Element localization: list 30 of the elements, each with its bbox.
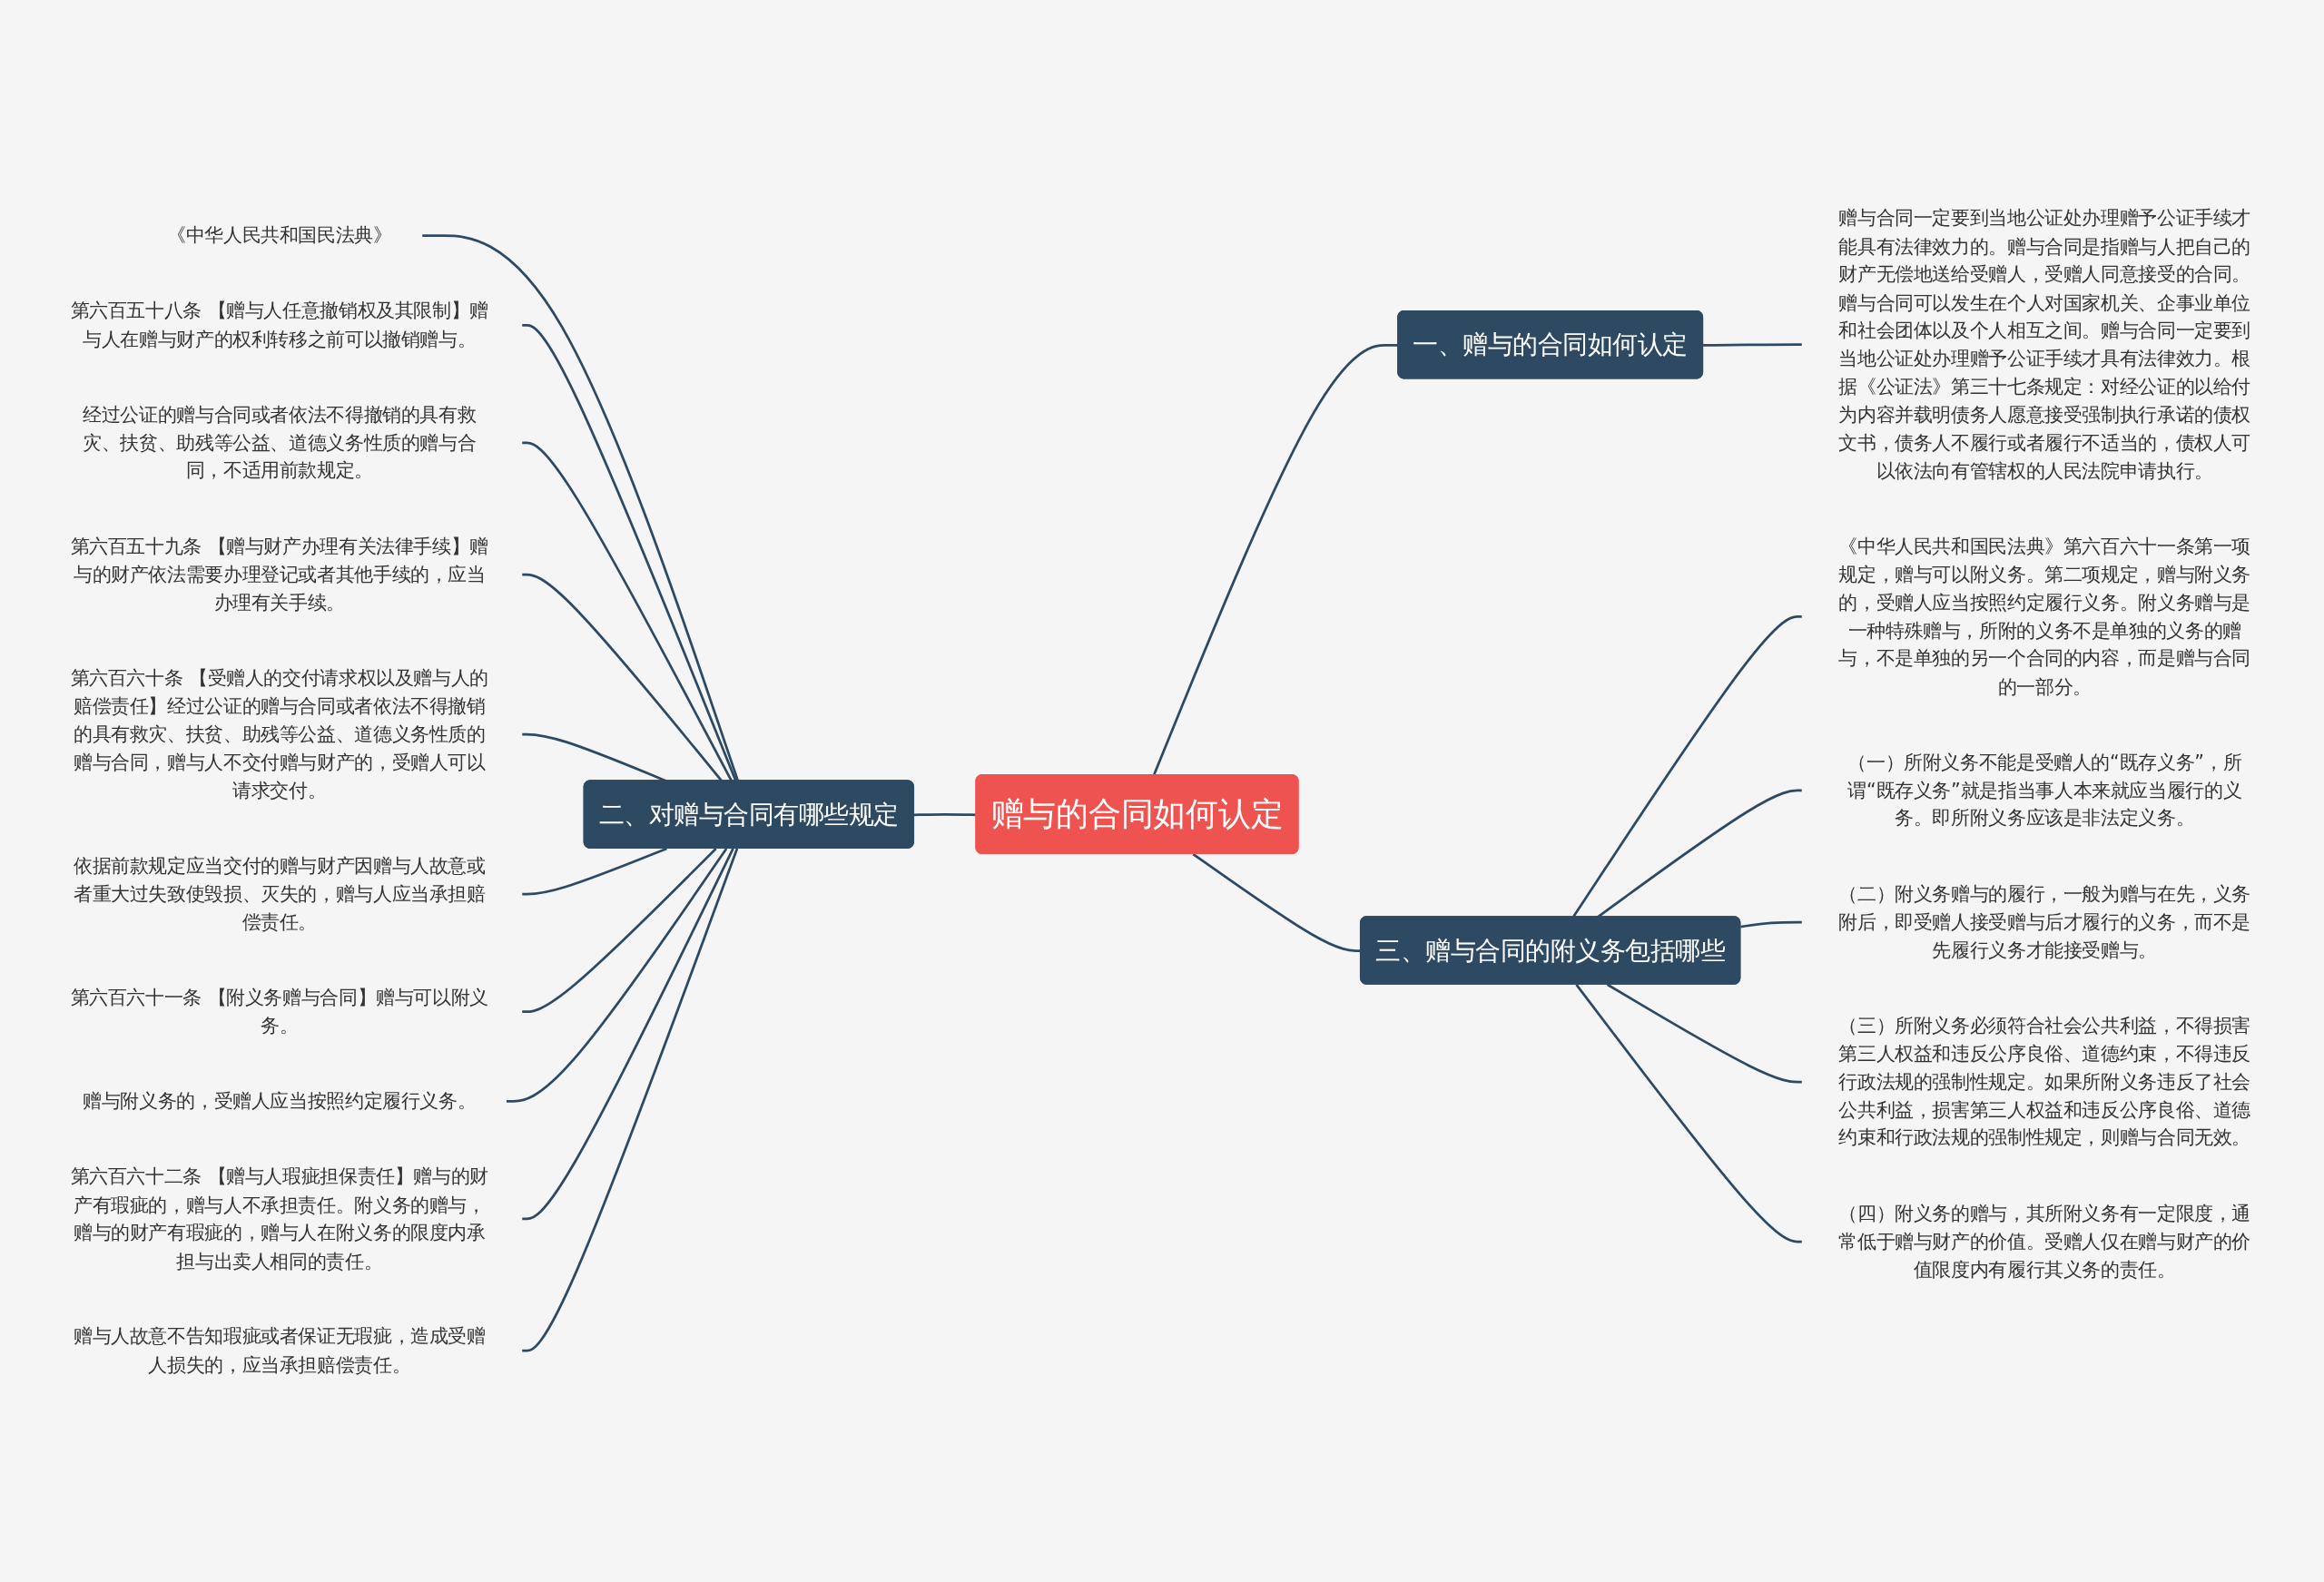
node-text: 赠与人故意不告知瑕疵或者保证无瑕疵，造成受赠人损失的，应当承担赔偿责任。 bbox=[73, 1324, 486, 1376]
node-text: （一）所附义务不能是受赠人的“既存义务”，所谓“既存义务”就是指当事人本来就应当履行的义务。即所附义务应该是非法定义务。 bbox=[1847, 750, 2242, 830]
connector bbox=[521, 847, 739, 1351]
node-text: 第六百五十九条 【赠与财产办理有关法律手续】赠与的财产依法需要办理登记或者其他手续的，应当办理有关手续。 bbox=[70, 534, 488, 614]
connector bbox=[1740, 920, 1803, 928]
node-text: 赠与附义务的，受赠人应当按照约定履行义务。 bbox=[83, 1089, 477, 1112]
connector bbox=[1571, 614, 1803, 918]
connector bbox=[1703, 342, 1803, 347]
node-text: 《中华人民共和国民法典》第六百六十一条第一项规定，赠与可以附义务。第二项规定，赠与附义务的，受赠人应当按照约定履行义务。附义务赠与是一种特殊赠与，所附的义务不是单独的义务的赠与，不是单独的另一个合同的内容，而是赠与合同的一部分。 bbox=[1838, 534, 2251, 698]
node-text: 第六百六十条 【受赠人的交付请求权以及赠与人的赔偿责任】经过公证的赠与合同或者依法不得撤销的具有救灾、扶贫、助残等公益、道德义务性质的赠与合同，赠与人不交付赠与财产的，受赠人可以请求交付。 bbox=[70, 665, 488, 801]
connector bbox=[521, 847, 717, 1013]
node-text: 第六百五十八条 【赠与人任意撤销权及其限制】赠与人在赠与财产的权利转移之前可以撤销赠与。 bbox=[70, 299, 488, 350]
connector bbox=[521, 323, 737, 781]
connector bbox=[521, 847, 734, 1220]
node-text: 赠与合同一定要到当地公证处办理赠予公证手续才能具有法律效力的。赠与合同是指赠与人把自己的财产无偿地送给受赠人，受赠人同意接受的合同。赠与合同可以发生在个人对国家机关、企事业单位和社会团体以及个人相互之间。赠与合同一定要到当地公证处办理赠予公证手续才具有法律效力。根据《公证法》第三十七条规定：对经公证的以给付为内容并载明债务人愿意接受强制执行承诺的债权文书，债务人不履行或者履行不适当的，债权人可以依法向有管辖权的人民法院申请执行。 bbox=[1838, 206, 2251, 482]
node-text: 依据前款规定应当交付的赠与财产因赠与人故意或者重大过失致使毁损、灭失的，赠与人应当承担赔偿责任。 bbox=[73, 853, 486, 933]
connector bbox=[1575, 983, 1803, 1243]
node-text: 第六百六十二条 【赠与人瑕疵担保责任】赠与的财产有瑕疵的，赠与人不承担责任。附义务的赠与，赠与的财产有瑕疵的，赠与人在附义务的限度内承担与出卖人相同的责任。 bbox=[70, 1164, 488, 1272]
connector bbox=[521, 847, 667, 895]
node-text: （二）附义务赠与的履行，一般为赠与在先，义务附后，即受赠人接受赠与后才履行的义务，而不是先履行义务才能接受赠与。 bbox=[1838, 881, 2251, 961]
node-text: （四）附义务的赠与，其所附义务有一定限度，通常低于赠与财产的价值。受赠人仅在赠与财产的价值限度内有履行其义务的责任。 bbox=[1838, 1201, 2251, 1281]
node-text: 《中华人民共和国民法典》 bbox=[167, 223, 392, 247]
connector bbox=[914, 812, 977, 816]
connector bbox=[521, 441, 734, 781]
node-text: 第六百六十一条 【附义务赠与合同】赠与可以附义务。 bbox=[70, 986, 488, 1037]
connector bbox=[1606, 983, 1803, 1083]
connector bbox=[506, 847, 728, 1103]
connector bbox=[421, 233, 740, 781]
node-text: （三）所附义务必须符合社会公共利益，不得损害第三人权益和违反公序良俗、道德约束，不得违反行政法规的强制性规定。如果所附义务违反了社会公共利益，损害第三人权益和违反公序良俗、道德约束和行政法规的强制性规定，则赠与合同无效。 bbox=[1838, 1013, 2251, 1149]
node-text: 经过公证的赠与合同或者依法不得撤销的具有救灾、扶贫、助残等公益、道德义务性质的赠与合同，不适用前款规定。 bbox=[83, 402, 477, 482]
